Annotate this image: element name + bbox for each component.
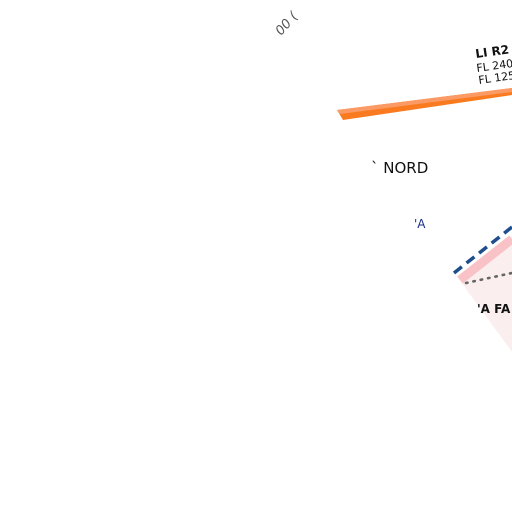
area-name-label: ` NORD bbox=[371, 159, 428, 177]
zone-upper-limit-label: FL 240 bbox=[476, 57, 512, 75]
restricted-zone-border bbox=[457, 235, 512, 284]
zone-bold-label: 'A FA bbox=[477, 302, 511, 316]
zone-name-label: LI R2 bbox=[474, 42, 510, 61]
zone-lower-limit-label: FL 125 bbox=[478, 69, 512, 87]
fir-boundary-dashed bbox=[452, 225, 512, 275]
orange-airspace-band-highlight bbox=[337, 88, 512, 114]
restricted-zone-fill bbox=[458, 236, 512, 352]
dotted-route-line bbox=[464, 271, 512, 285]
small-blue-label: 'A bbox=[414, 217, 426, 231]
